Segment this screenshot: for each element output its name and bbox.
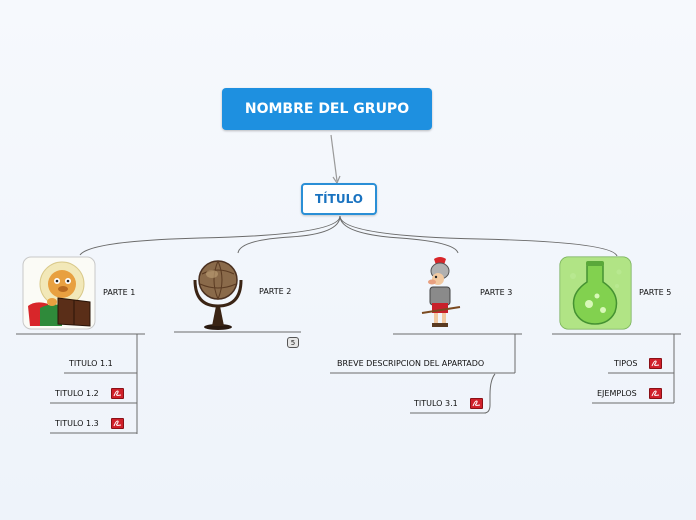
child-label-tipos[interactable]: TIPOS [614, 359, 638, 368]
title-node-label: TÍTULO [315, 192, 363, 206]
collapsed-count-badge[interactable]: 5 [287, 337, 299, 348]
pdf-icon[interactable] [111, 418, 124, 429]
branch-label-parte-2[interactable]: PARTE 2 [259, 287, 292, 296]
tree-breve [483, 373, 496, 414]
connector-parte-1 [79, 215, 341, 256]
root-node[interactable]: NOMBRE DEL GRUPO [222, 88, 432, 130]
pdf-icon[interactable] [111, 388, 124, 399]
connector-parte-3 [339, 215, 459, 254]
branch-label-parte-5[interactable]: PARTE 5 [639, 288, 672, 297]
child-label-ejemplos[interactable]: EJEMPLOS [597, 389, 637, 398]
pdf-icon[interactable] [649, 358, 662, 369]
branch-label-parte-3[interactable]: PARTE 3 [480, 288, 513, 297]
lion-reading-book-icon [22, 256, 96, 330]
connector-parte-2 [237, 215, 341, 254]
pdf-icon[interactable] [649, 388, 662, 399]
globe-icon [190, 256, 246, 330]
child-label-titulo-1-3[interactable]: TITULO 1.3 [55, 419, 99, 428]
child-label-breve-descripcion[interactable]: BREVE DESCRIPCION DEL APARTADO [337, 359, 485, 368]
pdf-icon[interactable] [470, 398, 483, 409]
child-label-titulo-1-1[interactable]: TITULO 1.1 [69, 359, 113, 368]
connector-parte-5 [339, 215, 618, 257]
green-potion-flask-icon [559, 256, 632, 330]
title-node[interactable]: TÍTULO [301, 183, 377, 215]
root-node-label: NOMBRE DEL GRUPO [244, 101, 410, 117]
child-label-titulo-1-2[interactable]: TITULO 1.2 [55, 389, 99, 398]
branch-label-parte-1[interactable]: PARTE 1 [103, 288, 136, 297]
roman-soldier-icon [412, 255, 464, 329]
child-label-titulo-3-1[interactable]: TITULO 3.1 [414, 399, 458, 408]
root-to-title-connector [330, 134, 338, 182]
